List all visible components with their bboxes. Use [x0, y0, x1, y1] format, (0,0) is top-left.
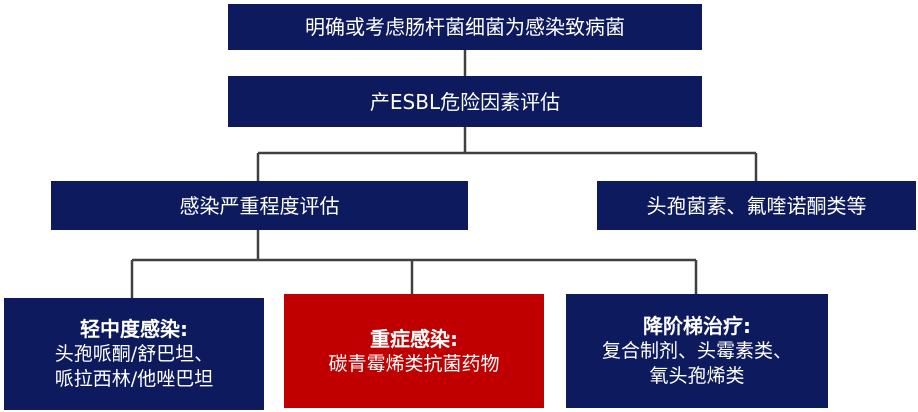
node-pathogen: 明确或考虑肠杆菌细菌为感染致病菌	[228, 4, 702, 50]
node-mild-infection: 轻中度感染: 头孢哌酮/舒巴坦、 哌拉西林/他唑巴坦	[4, 298, 264, 410]
node-esbl-risk: 产ESBL危险因素评估	[228, 76, 702, 127]
node-severity-label: 感染严重程度评估	[179, 193, 340, 218]
node-deesc-line-1: 复合制剂、头霉素类、	[601, 340, 792, 363]
node-deesc-line-2: 氧头孢烯类	[649, 365, 745, 387]
node-cephalosporin: 头孢菌素、氟喹诺酮类等	[597, 181, 916, 230]
node-severe-line-1: 碳青霉烯类抗菌药物	[328, 352, 500, 375]
node-deesc-title: 降阶梯治疗:	[643, 314, 751, 339]
node-pathogen-label: 明确或考虑肠杆菌细菌为感染致病菌	[305, 15, 625, 39]
node-severity: 感染严重程度评估	[51, 181, 468, 230]
node-cephalosporin-label: 头孢菌素、氟喹诺酮类等	[646, 193, 867, 218]
node-severe-title: 重症感染:	[370, 326, 458, 351]
node-mild-line-2: 哌拉西林/他唑巴坦	[54, 368, 214, 390]
node-esbl-risk-label: 产ESBL危险因素评估	[369, 89, 561, 114]
node-mild-line-1: 头孢哌酮/舒巴坦、	[54, 343, 214, 366]
node-deescalation: 降阶梯治疗: 复合制剂、头霉素类、 氧头孢烯类	[566, 294, 828, 408]
node-mild-title: 轻中度感染:	[80, 317, 188, 342]
node-severe-infection: 重症感染: 碳青霉烯类抗菌药物	[284, 294, 544, 408]
